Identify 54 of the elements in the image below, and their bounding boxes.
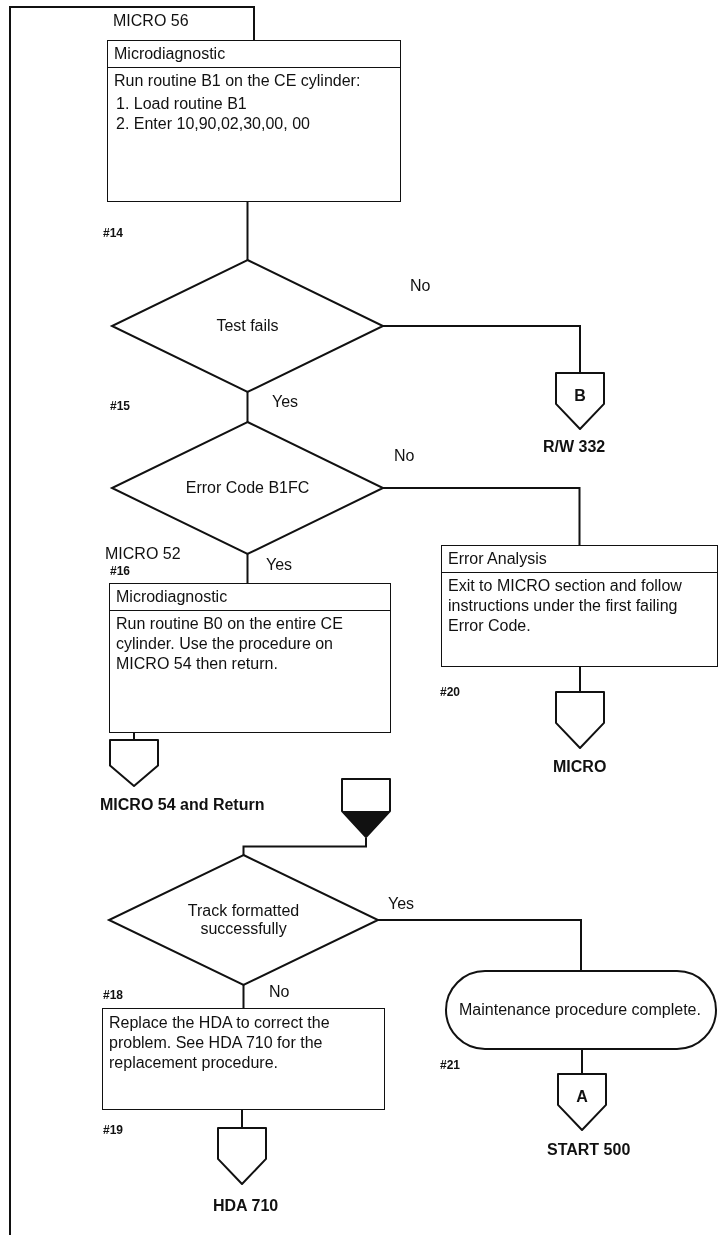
connector-line	[246, 201, 249, 261]
off-page-connector	[557, 1073, 607, 1131]
box-heading: Microdiagnostic	[110, 584, 390, 611]
step-number: #21	[440, 1057, 461, 1074]
off-page-connector	[217, 1127, 267, 1185]
connector-label: START 500	[547, 1141, 631, 1159]
process-box	[109, 583, 391, 733]
node-text: Maintenance procedure complete.	[458, 1001, 702, 1019]
node-text: B	[573, 387, 587, 406]
node-text: Error Code B1FC	[184, 479, 311, 497]
connector-line	[9, 6, 255, 1235]
connector-line	[579, 666, 581, 692]
connector-label: R/W 332	[543, 438, 606, 456]
connector-line	[382, 325, 581, 373]
connector-label: HDA 710	[213, 1197, 279, 1215]
box-text: Exit to MICRO section and follow instructions under the first failing Error Code.	[447, 576, 683, 636]
connector-line	[133, 732, 135, 740]
decision-diamond	[112, 260, 383, 392]
process-box	[107, 40, 401, 202]
step-number: #20	[440, 684, 461, 701]
box-text: Replace the HDA to correct the problem. See HDA 710 for the replacement procedure.	[108, 1013, 331, 1073]
step-number: #18	[103, 987, 124, 1004]
node-text: Track formatted successfully	[186, 902, 301, 938]
connector-line	[377, 919, 582, 971]
connector-label: MICRO 54 and Return	[100, 796, 265, 814]
process-box	[441, 545, 718, 667]
connector-line	[246, 553, 249, 584]
list-item: 2. Enter 10,90,02,30,00, 00	[115, 114, 311, 134]
node-text: Test fails	[215, 317, 280, 335]
connector-label: MICRO	[553, 758, 607, 776]
connector-line	[382, 487, 581, 546]
process-box	[102, 1008, 385, 1110]
step-number: #16	[110, 563, 131, 580]
decision-diamond	[109, 855, 378, 985]
box-heading: Error Analysis	[442, 546, 717, 573]
return-connector	[341, 778, 391, 838]
step-number: #14	[103, 225, 124, 242]
connector-line	[242, 984, 245, 1009]
off-page-connector	[555, 691, 605, 749]
box-text: Run routine B0 on the entire CE cylinder. Use the procedure on MICRO 54 then return.	[115, 614, 344, 674]
off-page-connector	[109, 739, 159, 787]
step-number: #19	[103, 1122, 124, 1139]
connector-line	[242, 837, 367, 856]
page-reference: MICRO 56	[113, 12, 189, 30]
off-page-connector	[555, 372, 605, 430]
node-text: A	[575, 1088, 589, 1107]
connector-line	[581, 1049, 583, 1074]
page-reference: MICRO 52	[105, 545, 181, 563]
list-item: 1. Load routine B1	[115, 94, 248, 114]
box-text: Run routine B1 on the CE cylinder:	[113, 71, 362, 91]
box-heading: Microdiagnostic	[108, 41, 400, 68]
connector-line	[241, 1109, 243, 1128]
step-number: #15	[110, 398, 131, 415]
connector-line	[246, 391, 249, 423]
